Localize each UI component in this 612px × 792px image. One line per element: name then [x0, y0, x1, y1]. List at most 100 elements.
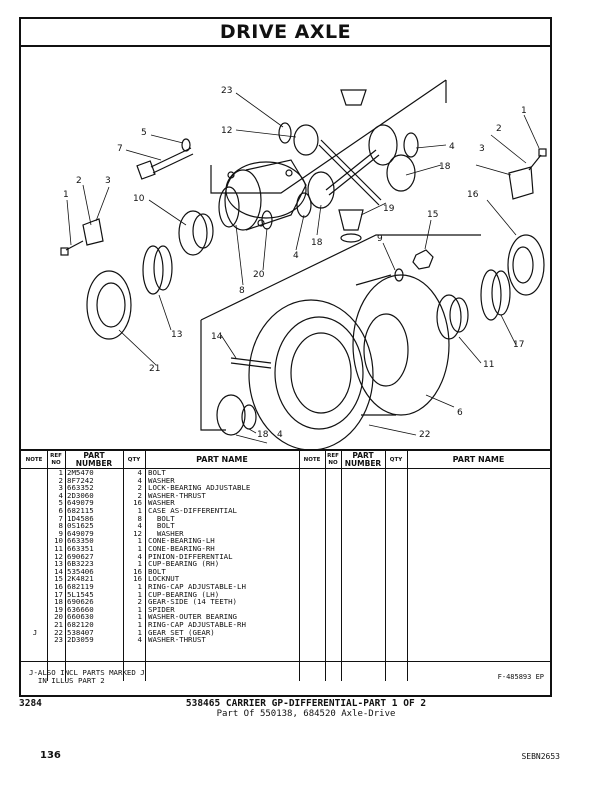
- thrust-washer-4-left: [296, 192, 312, 218]
- cell-name: LOCKNUT: [148, 574, 180, 584]
- callout-4: 4: [293, 251, 299, 261]
- cell-pn: 690627: [67, 551, 94, 561]
- cell-pn: 2K4821: [67, 574, 94, 584]
- callout-6: 6: [457, 408, 463, 418]
- cell-ref: 5: [58, 498, 63, 508]
- callout-5: 5: [141, 128, 147, 138]
- cell-pn: 538407: [67, 627, 94, 637]
- cell-name: GEAR-SIDE (14 TEETH): [148, 597, 237, 607]
- pinion-top: [340, 89, 367, 106]
- callout-labels: 1 1 2 2 3 3 4 4 4 5 6 7 8 9 10 11 12 13 …: [63, 86, 527, 440]
- cell-pn: 6B3223: [67, 559, 94, 569]
- cell-qty: 12: [133, 528, 142, 538]
- cell-ref: 22: [54, 627, 63, 637]
- differential-case: [218, 159, 307, 231]
- bolt-1-left: [60, 240, 84, 256]
- cell-pn: 1D4586: [67, 513, 94, 523]
- page-title: DRIVE AXLE: [21, 19, 550, 47]
- cell-qty: 1: [137, 589, 142, 599]
- side-gear-18-lower: [216, 394, 246, 436]
- cell-name: WASHER: [148, 528, 184, 538]
- header-note-right: NOTE: [299, 451, 325, 469]
- cell-name: RING-CAP ADJUSTABLE-RH: [148, 620, 246, 629]
- cell-ref: 14: [54, 566, 63, 576]
- cell-pn: 5L1545: [67, 589, 94, 599]
- cell-qty: 1: [137, 612, 142, 622]
- header-ref-right: REF NO: [325, 451, 341, 469]
- callout-3: 3: [479, 144, 485, 154]
- callout-3: 3: [105, 176, 111, 186]
- header-partnumber-right: PART NUMBER: [341, 451, 385, 469]
- cell-name: WASHER-THRUST: [148, 635, 206, 645]
- cell-ref: 4: [58, 490, 63, 500]
- bolt-1-right: [528, 148, 547, 171]
- cell-pn: 682119: [67, 582, 94, 591]
- callout-14: 14: [211, 332, 223, 342]
- callout-12: 12: [221, 126, 232, 136]
- callout-16: 16: [467, 190, 479, 200]
- pinion-12: [293, 124, 319, 156]
- callout-2: 2: [76, 176, 82, 186]
- cell-ref: 9: [58, 528, 63, 538]
- ring-cap-16: [507, 234, 545, 296]
- side-gear-18-lower-upper: [307, 171, 335, 209]
- cell-ref: 10: [54, 536, 63, 546]
- pinion-bottom: [338, 209, 364, 231]
- callout-1: 1: [521, 106, 527, 116]
- cell-name: GEAR SET (GEAR): [148, 627, 215, 637]
- washer-20: [261, 210, 273, 230]
- callout-11: 11: [483, 360, 494, 370]
- callout-18: 18: [439, 162, 451, 172]
- cell-qty: 4: [137, 521, 142, 531]
- ring-gear-22: [248, 299, 374, 449]
- ring-cap-21: [86, 270, 132, 340]
- upper-inset-frame: [210, 79, 447, 194]
- cell-qty: 1: [137, 506, 142, 515]
- cell-pn: 636660: [67, 604, 94, 614]
- cell-name: BOLT: [148, 513, 175, 523]
- cell-name: BOLT: [148, 468, 166, 477]
- cell-pn: 535406: [67, 566, 94, 576]
- group-number: 3284: [19, 698, 42, 709]
- washer-23: [278, 122, 292, 144]
- callout-10: 10: [133, 194, 145, 204]
- cell-qty: 1: [137, 536, 142, 546]
- exploded-view-illustration: 1 1 2 2 3 3 4 4 4 5 6 7 8 9 10 11 12 13 …: [21, 45, 550, 449]
- cell-ref: 6: [58, 506, 63, 515]
- side-gear-18-upper: [368, 124, 416, 192]
- callout-15: 15: [427, 210, 438, 220]
- cell-name: BOLT: [148, 521, 175, 531]
- lower-inset-frame: [200, 234, 481, 321]
- footnote: J-ALSO INCL PARTS MARKED J IN ILLUS PART…: [29, 668, 145, 686]
- cell-name: SPIDER: [148, 604, 175, 614]
- cell-ref: 1: [58, 468, 63, 477]
- cell-name: CUP-BEARING (RH): [148, 559, 220, 569]
- cell-name: RING-CAP ADJUSTABLE-LH: [148, 582, 246, 591]
- callout-1: 1: [63, 190, 69, 200]
- header-partnumber-left: PART NUMBER: [65, 451, 123, 469]
- footnote-area: J-ALSO INCL PARTS MARKED J IN ILLUS PART…: [21, 661, 550, 697]
- callout-8: 8: [239, 286, 245, 296]
- header-note-left: NOTE: [21, 451, 47, 469]
- cell-pn: 2D3060: [67, 490, 94, 500]
- callout-21: 21: [149, 364, 160, 374]
- cell-pn: 0S1625: [67, 521, 94, 531]
- cell-pn: 2M5470: [67, 468, 94, 477]
- washer-5: [181, 138, 191, 152]
- bearing-cone-11: [436, 294, 469, 340]
- cell-name: PINION-DIFFERENTIAL: [148, 551, 233, 561]
